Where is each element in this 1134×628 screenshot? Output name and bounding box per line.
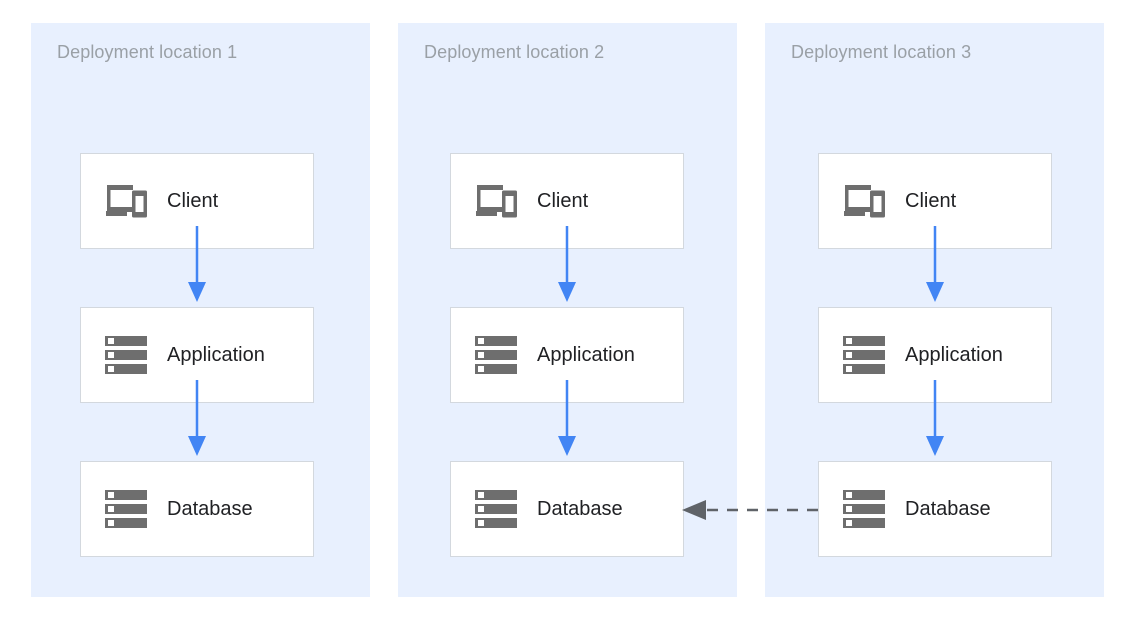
node-label-client-1: Client — [167, 190, 219, 212]
server-icon — [473, 486, 519, 532]
node-application-3[interactable]: Application — [818, 307, 1052, 403]
devices-icon — [473, 178, 519, 224]
node-application-2[interactable]: Application — [450, 307, 684, 403]
panel-title-location-3: Deployment location 3 — [791, 42, 972, 62]
node-database-1[interactable]: Database — [80, 461, 314, 557]
node-client-1[interactable]: Client — [80, 153, 314, 249]
node-database-3[interactable]: Database — [818, 461, 1052, 557]
node-label-client-3: Client — [905, 190, 957, 212]
node-client-3[interactable]: Client — [818, 153, 1052, 249]
server-icon — [103, 332, 149, 378]
server-icon — [841, 486, 887, 532]
node-application-1[interactable]: Application — [80, 307, 314, 403]
node-label-database-1: Database — [167, 498, 253, 520]
node-client-2[interactable]: Client — [450, 153, 684, 249]
server-icon — [841, 332, 887, 378]
node-label-application-3: Application — [905, 344, 1003, 366]
deployment-panel-location-1: Deployment location 1 Client — [31, 23, 370, 597]
deployment-panel-location-2: Deployment location 2 Client — [398, 23, 737, 597]
server-icon — [103, 486, 149, 532]
node-label-database-2: Database — [537, 498, 623, 520]
panel-title-location-2: Deployment location 2 — [424, 42, 605, 62]
node-label-client-2: Client — [537, 190, 589, 212]
server-icon — [473, 332, 519, 378]
node-label-application-2: Application — [537, 344, 635, 366]
node-label-database-3: Database — [905, 498, 991, 520]
node-database-2[interactable]: Database — [450, 461, 684, 557]
devices-icon — [841, 178, 887, 224]
panel-title-location-1: Deployment location 1 — [57, 42, 238, 62]
node-label-application-1: Application — [167, 344, 265, 366]
deployment-panel-location-3: Deployment location 3 Client — [765, 23, 1104, 597]
devices-icon — [103, 178, 149, 224]
